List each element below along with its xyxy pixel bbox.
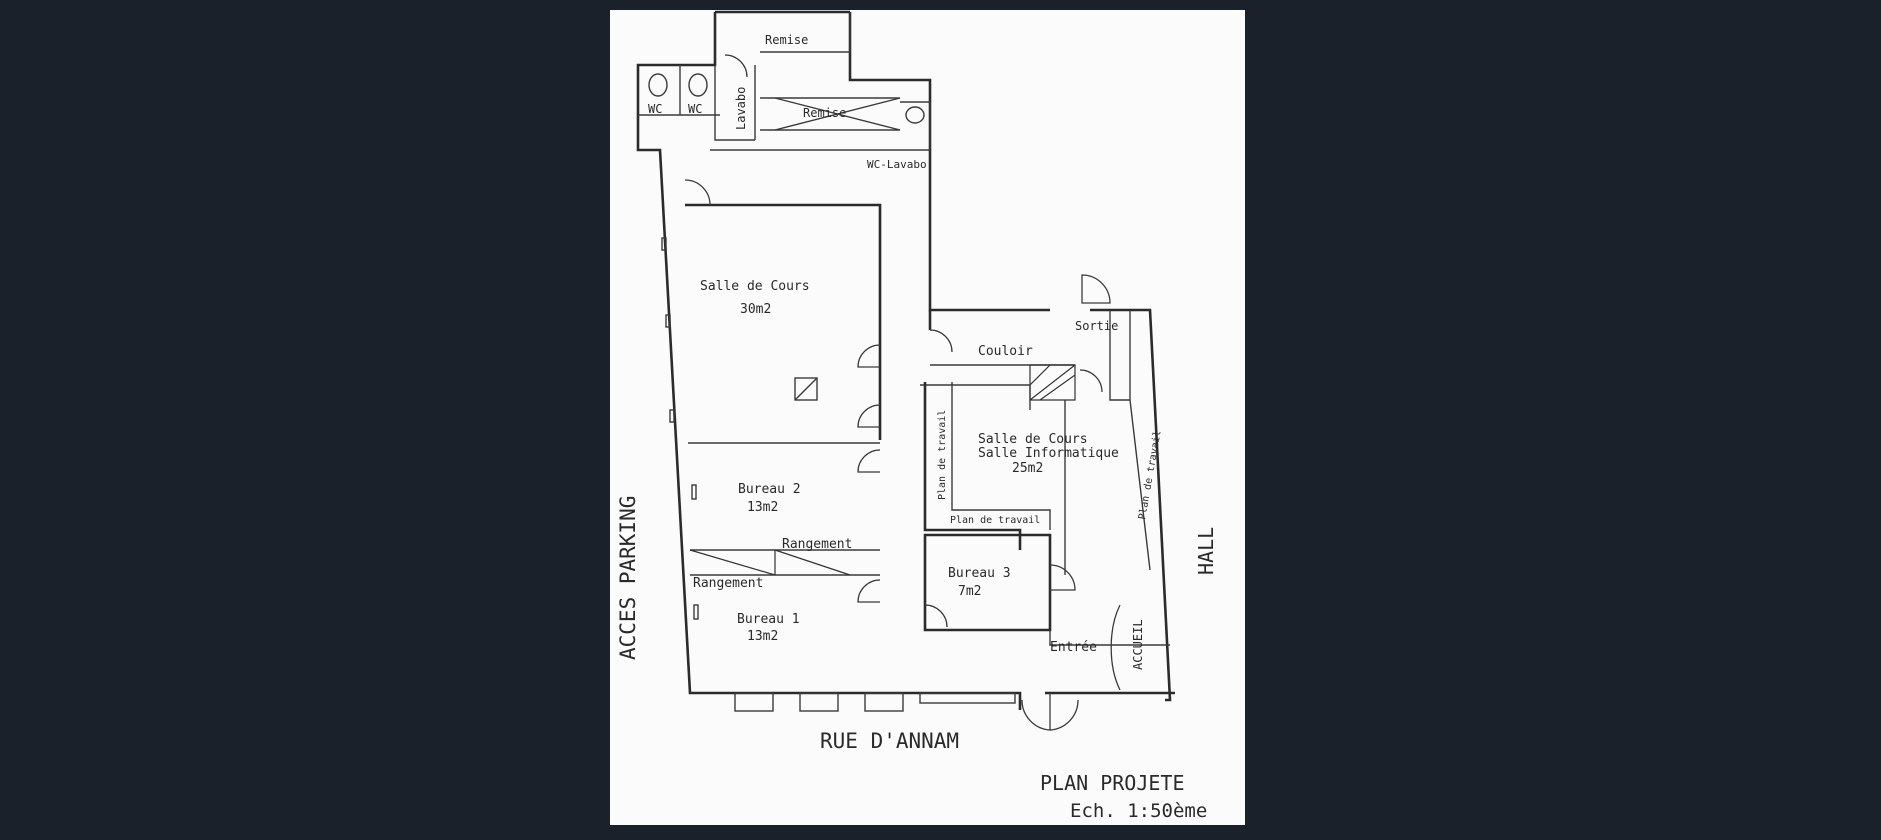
label-plan-de-travail-bottom: Plan de travail [950, 515, 1040, 526]
label-acces-parking: ACCES PARKING [616, 496, 640, 660]
label-wc-left: WC [648, 102, 662, 116]
label-salle-de-cours-2-area: 25m2 [1012, 461, 1043, 476]
plan-scale: Ech. 1:50ème [1070, 800, 1207, 822]
label-bureau-2-area: 13m2 [747, 500, 778, 515]
label-bureau-3-area: 7m2 [958, 584, 981, 599]
label-bureau-3: Bureau 3 [948, 566, 1011, 581]
label-salle-informatique: Salle Informatique [978, 446, 1119, 461]
label-bureau-1: Bureau 1 [737, 612, 800, 627]
label-lavabo: Lavabo [734, 87, 748, 130]
label-remise-top: Remise [765, 33, 808, 47]
label-couloir: Couloir [978, 344, 1033, 359]
floor-plan-sheet: Remise Remise WC WC Lavabo WC-Lavabo Sal… [610, 10, 1245, 825]
label-salle-de-cours-1: Salle de Cours [700, 279, 810, 294]
plan-title: PLAN PROJETE [1040, 771, 1185, 795]
label-salle-de-cours-2: Salle de Cours [978, 432, 1088, 447]
label-bureau-1-area: 13m2 [747, 629, 778, 644]
label-sortie: Sortie [1075, 319, 1118, 333]
label-rue-d-annam: RUE D'ANNAM [820, 729, 959, 753]
label-rangement-upper: Rangement [782, 537, 852, 552]
floor-plan: Remise Remise WC WC Lavabo WC-Lavabo Sal… [616, 10, 1218, 822]
label-plan-de-travail-left: Plan de travail [937, 410, 948, 500]
room-bureau-1 [693, 579, 1016, 712]
label-salle-de-cours-1-area: 30m2 [740, 302, 771, 317]
sanitary-block [638, 12, 931, 151]
label-wc-right: WC [688, 102, 702, 116]
label-accueil: ACCUEIL [1131, 619, 1145, 670]
label-hall: HALL [1194, 527, 1218, 575]
room-entree [1021, 604, 1170, 731]
label-rangement-lower: Rangement [693, 576, 763, 591]
label-bureau-2: Bureau 2 [738, 482, 801, 497]
room-salle-de-cours-1 [661, 179, 882, 444]
label-remise-mid: Remise [803, 106, 846, 120]
room-bureau-3 [923, 533, 1076, 632]
label-entree: Entrée [1050, 640, 1097, 655]
room-bureau-2 [689, 449, 881, 576]
room-salle-de-cours-2 [920, 274, 1151, 575]
label-wc-lavabo: WC-Lavabo [867, 158, 927, 171]
